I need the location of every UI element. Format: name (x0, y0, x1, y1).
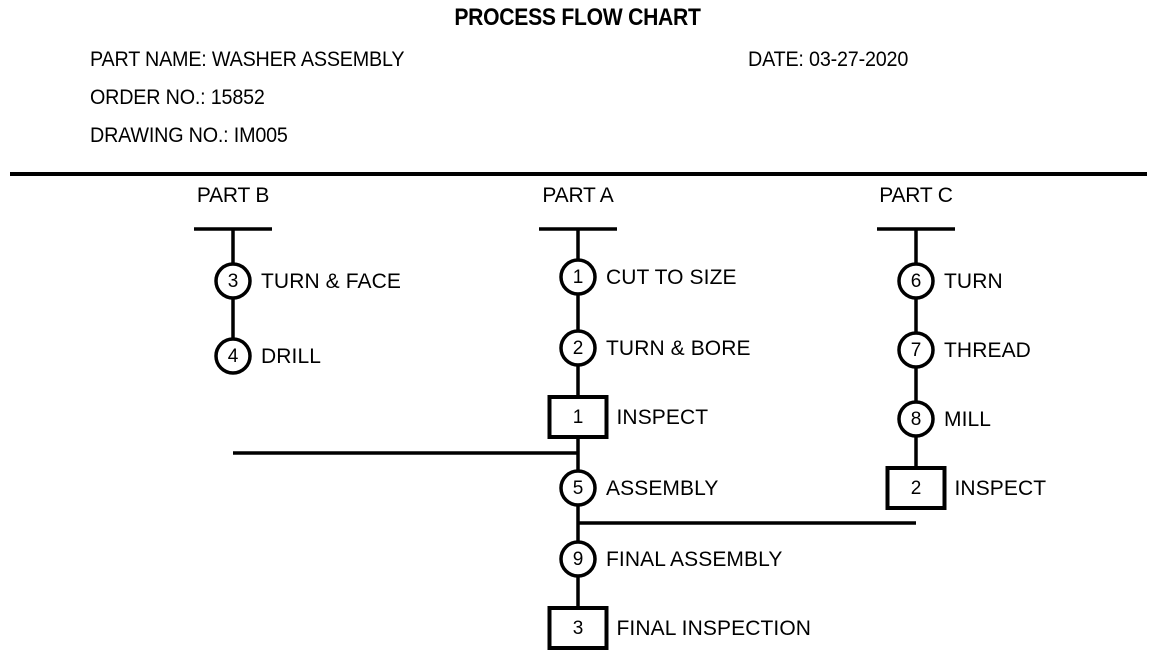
node-label-i2: INSPECT (954, 477, 1047, 500)
column-heading-part-b: PART B (196, 184, 270, 207)
drawing-number-field: DRAWING NO.: IM005 (90, 124, 288, 147)
operation-symbol-n3 (214, 262, 252, 300)
operation-symbol-n2 (559, 329, 597, 367)
operation-symbol-n7 (897, 331, 935, 369)
symbol-number-i1: 1 (572, 407, 584, 428)
flow-symbols (214, 258, 947, 650)
node-label-n7: THREAD (944, 339, 1031, 362)
part-name-field: PART NAME: WASHER ASSEMBLY (90, 48, 405, 71)
symbol-number-n8: 8 (910, 409, 922, 430)
column-heading-part-c: PART C (879, 184, 953, 207)
symbol-number-n1: 1 (572, 267, 584, 288)
symbol-number-n7: 7 (910, 340, 922, 361)
operation-symbol-n6 (897, 262, 935, 300)
date-field: DATE: 03-27-2020 (748, 48, 909, 71)
symbol-number-n9: 9 (572, 549, 584, 570)
node-label-n8: MILL (944, 408, 992, 431)
node-label-n1: CUT TO SIZE (606, 266, 737, 289)
operation-symbol-n8 (897, 400, 935, 438)
symbol-number-n4: 4 (227, 346, 239, 367)
column-heading-part-a: PART A (542, 184, 614, 207)
flow-connector-lines (194, 227, 955, 608)
symbol-number-i2: 2 (910, 478, 922, 499)
inspection-symbol-i2 (885, 466, 947, 510)
operation-symbol-n5 (559, 469, 597, 507)
node-label-i3: FINAL INSPECTION (616, 617, 812, 640)
order-number-field: ORDER NO.: 15852 (90, 86, 265, 109)
symbol-number-n2: 2 (572, 338, 584, 359)
node-label-n5: ASSEMBLY (606, 477, 719, 500)
operation-symbol-n9 (559, 540, 597, 578)
inspection-symbol-i3 (547, 606, 609, 650)
page-title: PROCESS FLOW CHART (454, 4, 701, 31)
header-divider (10, 172, 1147, 176)
node-label-n9: FINAL ASSEMBLY (606, 548, 783, 571)
inspection-symbol-i1 (547, 395, 609, 439)
symbol-number-n5: 5 (572, 478, 584, 499)
node-label-n6: TURN (944, 270, 1003, 293)
node-label-i1: INSPECT (616, 406, 709, 429)
symbol-number-i3: 3 (572, 618, 584, 639)
node-label-n2: TURN & BORE (606, 337, 751, 360)
operation-symbol-n4 (214, 337, 252, 375)
operation-symbol-n1 (559, 258, 597, 296)
node-label-n4: DRILL (261, 345, 322, 368)
symbol-number-n6: 6 (910, 271, 922, 292)
node-label-n3: TURN & FACE (261, 270, 401, 293)
symbol-number-n3: 3 (227, 271, 239, 292)
